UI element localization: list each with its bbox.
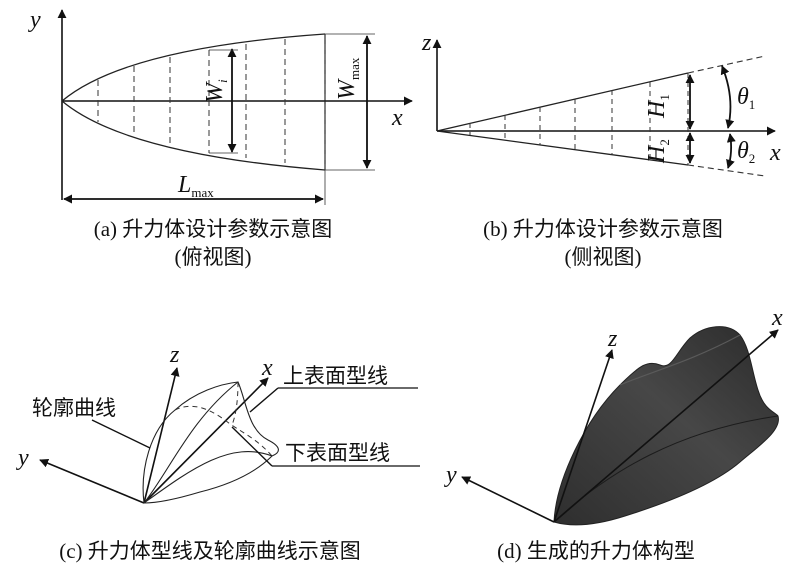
panel-b-theta2-label: θ2 [737,138,755,166]
panel-c-z-label: z [169,342,180,368]
panel-c-x-axis [143,377,269,504]
panel-b-caption-line1: (b) 升力体设计参数示意图 [483,217,723,241]
panel-c-caption: (c) 升力体型线及轮廓曲线示意图 [59,539,361,563]
panel-d-x-label: x [771,305,783,331]
panel-d: z x y (d) 生成的升力体构型 [444,305,783,563]
panel-d-caption: (d) 生成的升力体构型 [497,539,695,563]
panel-d-x-axis [553,329,779,523]
panel-a-stations [97,34,326,170]
panel-c-x-label: x [261,355,273,381]
panel-c-lower-leader [231,426,273,467]
panel-a-lmax-label: Lmax [177,172,214,200]
panel-a-x-label: x [391,105,403,131]
panel-b-upper-line [436,72,689,132]
panel-c-lower-label: 下表面型线 [285,441,390,465]
panel-a-outline-top [61,33,326,102]
panel-b-theta1-arc [720,65,735,129]
panel-b-theta2-arc [726,133,736,169]
panel-c-y-axis [39,458,145,504]
panel-c-y-label: y [16,445,29,471]
panel-a-caption-line1: (a) 升力体设计参数示意图 [94,217,333,241]
panel-b-caption-line2: (侧视图) [565,245,642,269]
panel-d-y-label: y [444,462,457,488]
panel-b: H1 H2 θ1 θ2 z x (b) 升力体设计参数示意图 (侧视图) [421,30,781,269]
panel-b-theta1-label: θ1 [737,84,755,112]
panel-d-z-label: z [607,326,618,352]
panel-a-wmax-label: Wmax [334,57,362,100]
panel-c-upper-line [143,381,239,504]
panel-d-z-axis [553,349,614,523]
panel-c-z-axis [143,367,180,504]
panel-c-upper-leader [249,387,279,413]
panel-c-contour-curve [142,381,279,504]
panel-c: 轮廓曲线 上表面型线 下表面型线 z x y (c) 升力体型线及轮廓曲线示意图 [16,342,420,563]
panel-a-caption-line2: (俯视图) [175,245,252,269]
panel-c-contour-label: 轮廓曲线 [32,396,116,420]
panel-b-z-label: z [421,30,432,56]
panel-b-x-label: x [769,140,781,166]
panel-c-upper-label: 上表面型线 [283,364,388,388]
panel-b-h2-label: H2 [644,139,672,164]
panel-b-h1-label: H1 [644,94,672,119]
panel-c-contour-leader [91,419,151,449]
panel-a-y-label: y [28,7,41,33]
panel-a: Wi Wmax Lmax y x (a) 升力体设计参数示意图 (俯视图) [28,7,413,269]
panel-a-wi-label: Wi [202,79,230,103]
panel-d-y-axis [461,476,555,523]
panel-b-lower-line [436,130,689,166]
panel-c-lower-line [143,451,273,504]
panel-a-outline-bottom [61,100,326,171]
